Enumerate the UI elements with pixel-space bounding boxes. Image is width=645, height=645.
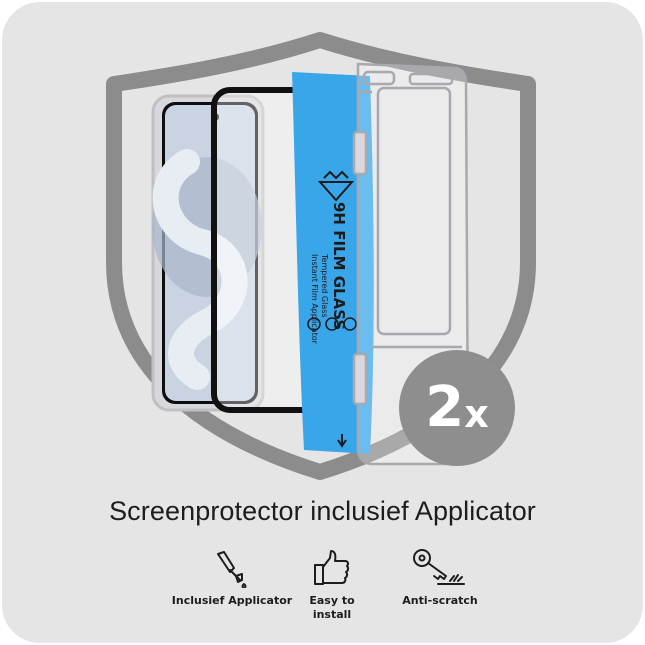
feature-easy-install-label: Easy to install: [292, 594, 372, 622]
badge-count: 2: [425, 375, 465, 440]
film-line2-text: Instant Film Applicator: [310, 254, 319, 345]
feature-applicator-label: Inclusief Applicator: [171, 594, 293, 607]
dropper-icon: [217, 551, 247, 588]
feature-easy-install-line1: Easy to: [309, 594, 355, 607]
headline: Screenprotector inclusief Applicator: [109, 496, 536, 526]
film-brand-text: 9H FILM GLASS: [330, 202, 348, 330]
phone: [151, 94, 265, 412]
key-scratch-icon: [413, 549, 465, 585]
feature-easy-install-line2: install: [312, 608, 352, 621]
film-line1-text: Tempered Glass: [320, 253, 329, 318]
feature-anti-scratch-label: Anti-scratch: [402, 594, 478, 607]
quantity-badge: 2 x: [399, 350, 515, 466]
shield-outline: [106, 32, 536, 480]
thumbs-up-icon: [314, 550, 350, 585]
feature-anti-scratch: Anti-scratch: [390, 548, 490, 608]
feature-easy-install: Easy to install: [292, 548, 372, 622]
badge-suffix: x: [464, 392, 489, 436]
feature-applicator: Inclusief Applicator: [162, 548, 302, 608]
